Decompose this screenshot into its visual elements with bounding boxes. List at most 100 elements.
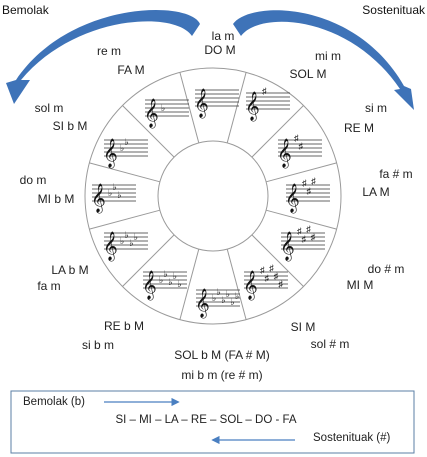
sector-divider [89, 162, 161, 183]
treble-clef-icon: 𝄞 [194, 89, 209, 118]
major-key-label: RE b M [104, 319, 144, 333]
minor-key-label: si b m [82, 338, 114, 352]
key-staff: 𝄞♭♭♭♭♭♭ [195, 287, 240, 318]
sharp-icon: ♯ [265, 273, 270, 283]
minor-key-label: do # m [368, 262, 405, 276]
major-key-label: RE M [344, 121, 374, 135]
flat-icon: ♭ [113, 182, 117, 192]
major-key-label: FA M [117, 63, 144, 77]
major-key-label: DO M [204, 43, 235, 57]
treble-clef-icon: 𝄞 [243, 271, 258, 300]
minor-key-label: re m [97, 44, 121, 58]
sector-divider [179, 248, 200, 320]
flat-icon: ♭ [129, 238, 133, 248]
sector-divider [265, 162, 337, 183]
flat-icon: ♭ [168, 277, 172, 287]
minor-key-label: do m [20, 173, 47, 187]
treble-clef-icon: 𝄞 [91, 184, 106, 213]
flat-icon: ♭ [226, 289, 230, 299]
treble-clef-icon: 𝄞 [277, 139, 292, 168]
sharp-icon: ♯ [260, 265, 265, 275]
key-staff: 𝄞♭♭♭♭♭ [142, 269, 187, 300]
sharp-icon: ♯ [274, 271, 279, 281]
treble-clef-icon: 𝄞 [103, 232, 118, 261]
major-key-label: LA M [362, 185, 389, 199]
major-key-label: LA b M [51, 263, 88, 277]
treble-clef-icon: 𝄞 [280, 232, 295, 261]
key-staff: 𝄞♯♯♯♯ [280, 224, 325, 261]
sharp-icon: ♯ [269, 263, 274, 273]
ring-dividers [89, 72, 337, 320]
minor-key-label: sol m [35, 101, 64, 115]
major-key-label: MI M [347, 278, 374, 292]
major-key-label: SOL M [290, 67, 327, 81]
sharp-icon: ♯ [302, 234, 307, 244]
major-key-label: MI b M [38, 192, 75, 206]
flat-icon: ♭ [120, 236, 124, 246]
minor-key-label: la m [212, 29, 235, 43]
key-staff: 𝄞♯♯♯♯♯ [243, 263, 288, 300]
flat-icon: ♭ [230, 297, 234, 307]
key-staff: 𝄞 [194, 89, 239, 118]
treble-clef-icon: 𝄞 [142, 271, 157, 300]
flat-icon: ♭ [217, 287, 221, 297]
flat-icon: ♭ [120, 143, 124, 153]
flat-icon: ♭ [159, 275, 163, 285]
treble-clef-icon: 𝄞 [245, 92, 260, 121]
flat-icon: ♭ [212, 293, 216, 303]
sector-divider [265, 209, 337, 230]
sharp-icon: ♯ [299, 141, 304, 151]
sector-divider [89, 209, 161, 230]
sector-divider [122, 234, 175, 287]
sector-divider [226, 72, 247, 144]
treble-clef-icon: 𝄞 [195, 289, 210, 318]
key-staff: 𝄞♯♯ [277, 133, 322, 168]
treble-clef-icon: 𝄞 [144, 99, 159, 128]
sharp-icon: ♯ [297, 226, 302, 236]
flat-icon: ♭ [117, 190, 121, 200]
minor-key-label: mi b m (re # m) [181, 368, 262, 382]
treble-clef-icon: 𝄞 [103, 139, 118, 168]
flat-icon: ♭ [125, 230, 129, 240]
minor-key-label: si m [365, 101, 387, 115]
key-staff: 𝄞♯♯♯ [285, 176, 330, 213]
flat-icon: ♭ [108, 188, 112, 198]
sharp-icon: ♯ [294, 133, 299, 143]
sector-divider [251, 234, 304, 287]
flat-icon: ♭ [235, 291, 239, 301]
sector-divider [122, 105, 175, 158]
flats-curved-arrow [6, 10, 200, 105]
minor-key-label: fa # m [379, 167, 412, 181]
sharp-icon: ♯ [307, 186, 312, 196]
flat-icon: ♭ [177, 279, 181, 289]
treble-clef-icon: 𝄞 [285, 184, 300, 213]
key-staff: 𝄞♭ [144, 99, 189, 128]
flat-icon: ♭ [161, 103, 165, 113]
inner-ring [157, 140, 269, 252]
flats-corner-label: Bemolak [2, 3, 50, 17]
sharps-corner-label: Sostenituak [362, 3, 426, 17]
flat-icon: ♭ [125, 137, 129, 147]
outer-ring [84, 67, 342, 325]
legend-note-sequence: SI – MI – LA – RE – SOL – DO - FA [115, 414, 296, 426]
sharp-icon: ♯ [302, 178, 307, 188]
key-staff: 𝄞♭♭♭♭ [103, 230, 148, 261]
major-key-label: SOL b M (FA # M) [174, 348, 270, 362]
key-signature-staves: 𝄞𝄞♯𝄞♯♯𝄞♯♯♯𝄞♯♯♯♯𝄞♯♯♯♯♯𝄞♭♭♭♭♭♭𝄞♭♭♭♭♭𝄞♭♭♭♭𝄞… [91, 86, 330, 318]
minor-key-label: mi m [315, 49, 341, 63]
sharp-icon: ♯ [262, 86, 267, 96]
flat-icon: ♭ [221, 295, 225, 305]
sharp-icon: ♯ [311, 232, 316, 242]
sector-divider [226, 248, 247, 320]
major-key-label: SI M [291, 320, 316, 334]
sharp-icon: ♯ [278, 279, 283, 289]
sector-divider [179, 72, 200, 144]
key-labels: la mDO M mi m SOL M si m RE M fa # m LA M do # … [20, 29, 413, 382]
key-staff: 𝄞♯ [245, 86, 290, 121]
key-staff: 𝄞♭♭♭ [91, 182, 136, 213]
legend-sharps-label: Sostenituak (#) [313, 432, 391, 444]
sharp-icon: ♯ [306, 224, 311, 234]
sector-divider [251, 105, 304, 158]
flat-icon: ♭ [173, 271, 177, 281]
